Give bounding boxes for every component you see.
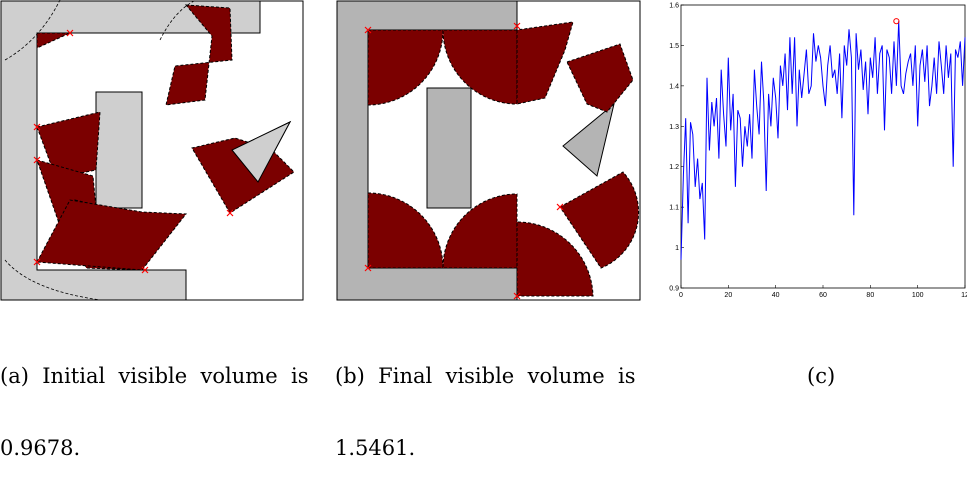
y-tick-label: 1.4 bbox=[669, 83, 679, 90]
x-tick-label: 20 bbox=[724, 292, 732, 299]
caption-b-line1: (b) Final visible volume is bbox=[335, 364, 636, 388]
guard-marker bbox=[364, 26, 372, 34]
triangle-obstacle bbox=[562, 102, 615, 177]
guard-marker bbox=[513, 22, 521, 30]
y-tick-label: 1.3 bbox=[669, 124, 679, 131]
guard-coverage-sector bbox=[367, 29, 444, 106]
chart-series-line bbox=[680, 21, 966, 260]
panel-c-chart: 0 20 40 60 80 100 12 0.9 1 1.1 1.2 1.3 1.4 1.5 1.6 bbox=[669, 3, 967, 300]
guard-marker bbox=[33, 156, 41, 164]
triangle-obstacle-occluder bbox=[231, 120, 292, 183]
panel-b-guards bbox=[364, 22, 564, 300]
y-tick-label: 1.5 bbox=[669, 43, 679, 50]
guard-marker bbox=[226, 209, 234, 217]
guard-coverage-sector bbox=[36, 111, 101, 179]
guard-coverage-sector bbox=[36, 32, 71, 49]
guard-coverage-sector bbox=[516, 221, 594, 297]
visibility-arc bbox=[159, 0, 197, 41]
x-tick-label: 60 bbox=[819, 292, 827, 299]
plot-area bbox=[680, 4, 966, 289]
guard-marker bbox=[513, 292, 521, 300]
guard-coverage-sector bbox=[367, 192, 444, 269]
panel-b-illustration bbox=[336, 0, 641, 301]
chart-markers bbox=[893, 18, 900, 25]
visibility-arc bbox=[4, 0, 61, 61]
guard-marker bbox=[556, 203, 564, 211]
caption-c: (c) bbox=[807, 316, 835, 412]
x-tick-label: 0 bbox=[679, 292, 683, 299]
outer-wall-obstacle bbox=[0, 0, 261, 301]
caption-a-line1: (a) Initial visible volume is bbox=[0, 364, 309, 388]
y-tick-label: 1.6 bbox=[669, 3, 679, 10]
y-tick-label: 0.9 bbox=[669, 286, 679, 293]
x-tick-label: 40 bbox=[772, 292, 780, 299]
center-pillar-obstacle bbox=[426, 87, 472, 209]
x-tick-label: 12 bbox=[961, 292, 967, 299]
panel-b-coverage bbox=[367, 21, 640, 297]
panel-b-obstacles bbox=[336, 0, 615, 301]
x-tick-label: 100 bbox=[912, 292, 924, 299]
caption-c-label: (c) bbox=[807, 364, 836, 388]
caption-a-line2: 0.9678. bbox=[0, 436, 81, 460]
guard-marker bbox=[66, 29, 74, 37]
guard-marker bbox=[141, 266, 149, 274]
guard-coverage-sector bbox=[442, 193, 518, 269]
guard-coverage-sector bbox=[516, 21, 574, 105]
x-tick-label: 80 bbox=[866, 292, 874, 299]
panel-a-obstacles-top bbox=[231, 120, 292, 183]
guard-marker bbox=[33, 258, 41, 266]
guard-marker bbox=[33, 123, 41, 131]
caption-b: (b) Final visible volume is 1.5461. bbox=[335, 316, 636, 484]
guard-coverage-sector bbox=[559, 171, 640, 269]
guard-marker bbox=[364, 264, 372, 272]
guard-coverage-sector bbox=[36, 199, 187, 271]
y-tick-label: 1.1 bbox=[669, 205, 679, 212]
caption-b-line2: 1.5461. bbox=[335, 436, 416, 460]
guard-coverage-sector bbox=[566, 43, 634, 113]
panel-a-guards bbox=[33, 29, 234, 274]
guard-coverage-sector bbox=[442, 29, 518, 105]
caption-a: (a) Initial visible volume is 0.9678. bbox=[0, 316, 308, 484]
panel-a-arcs bbox=[4, 0, 197, 301]
max-value-marker bbox=[893, 18, 900, 25]
center-pillar-obstacle bbox=[95, 91, 143, 209]
axis-ticks: 0 20 40 60 80 100 12 0.9 1 1.1 1.2 1.3 1.4 1.5 1.6 bbox=[669, 3, 967, 300]
visibility-arc bbox=[4, 259, 101, 301]
y-tick-label: 1 bbox=[675, 245, 679, 252]
guard-coverage-sector bbox=[165, 4, 233, 106]
panel-a-illustration bbox=[0, 0, 304, 301]
y-tick-label: 1.2 bbox=[669, 164, 679, 171]
